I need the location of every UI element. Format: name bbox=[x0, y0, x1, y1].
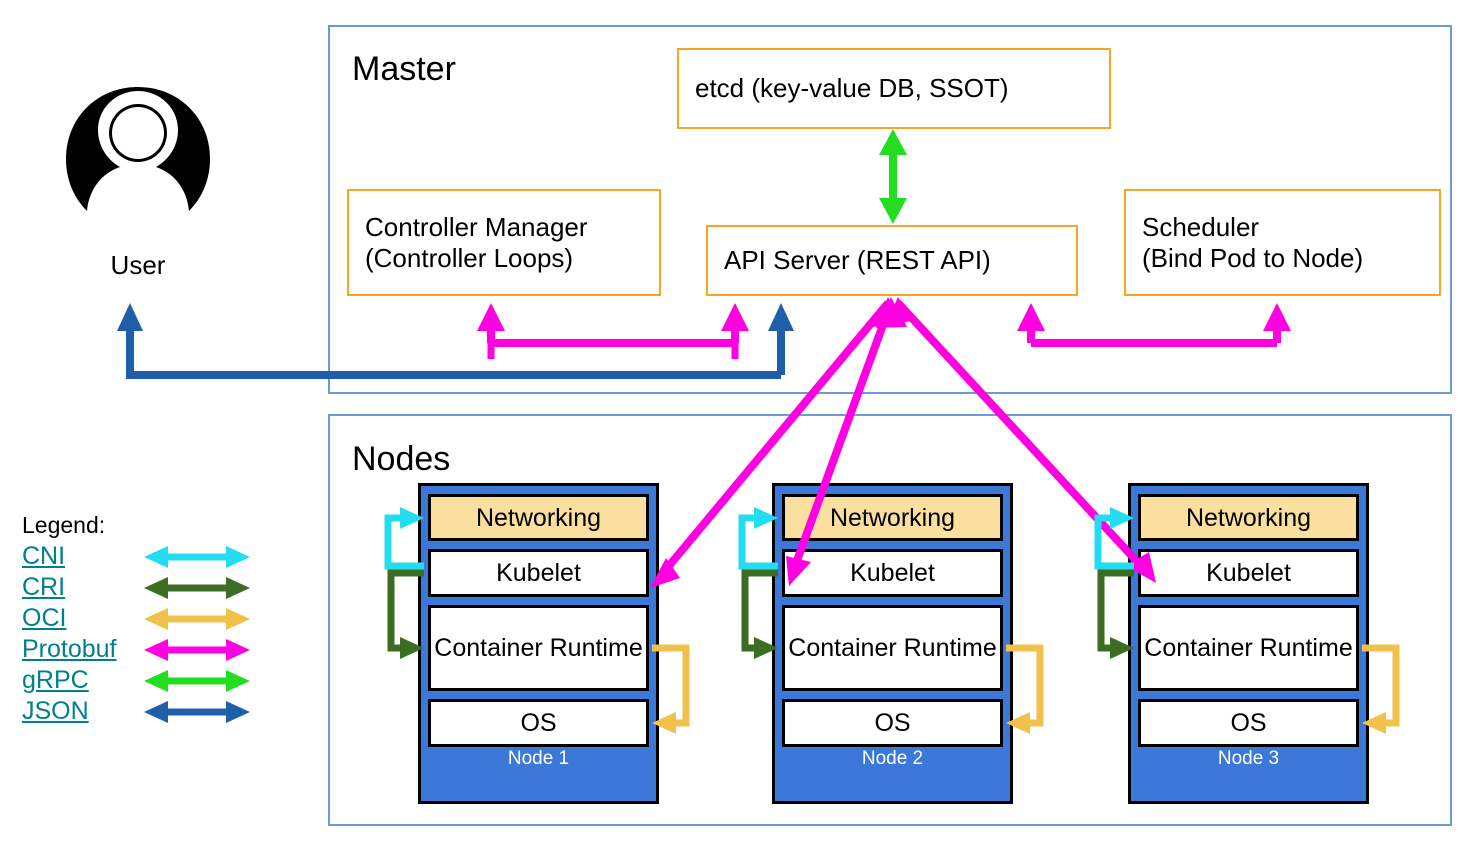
legend-title: Legend: bbox=[22, 512, 106, 538]
legend-row-oci[interactable]: OCI bbox=[22, 603, 252, 634]
legend-arrow-protobuf bbox=[144, 638, 250, 661]
legend-arrow-oci bbox=[144, 607, 250, 630]
component-etcd[interactable]: etcd (key-value DB, SSOT) bbox=[677, 48, 1111, 129]
legend-label-oci: OCI bbox=[22, 604, 67, 632]
legend-row-protobuf[interactable]: Protobuf bbox=[22, 634, 252, 665]
node-3-os-label: OS bbox=[1230, 709, 1267, 737]
legend-arrow-json bbox=[144, 700, 250, 723]
legend-label-cni: CNI bbox=[22, 542, 66, 570]
user-label: User bbox=[110, 250, 166, 280]
user-avatar-icon bbox=[62, 85, 214, 217]
node-2-layer-networking[interactable]: Networking bbox=[782, 494, 1003, 541]
node-1-layer-networking[interactable]: Networking bbox=[428, 494, 649, 541]
legend-arrow-cri bbox=[144, 576, 250, 599]
node-3-container-runtime-label: Container Runtime bbox=[1144, 634, 1353, 662]
node-1-layer-os[interactable]: OS bbox=[428, 699, 649, 747]
legend-row-grpc[interactable]: gRPC bbox=[22, 665, 252, 696]
component-api-server-label: API Server (REST API) bbox=[724, 245, 991, 276]
legend-row-cni[interactable]: CNI bbox=[22, 541, 252, 572]
node-1-kubelet-label: Kubelet bbox=[496, 559, 581, 587]
component-controller-manager[interactable]: Controller Manager (Controller Loops) bbox=[347, 189, 661, 296]
legend-label-cri: CRI bbox=[22, 573, 66, 601]
legend-label-grpc: gRPC bbox=[22, 666, 89, 694]
node-3-layer-os[interactable]: OS bbox=[1138, 699, 1359, 747]
component-controller-manager-label: Controller Manager (Controller Loops) bbox=[365, 211, 588, 273]
master-title: Master bbox=[352, 50, 456, 88]
node-3-label: Node 3 bbox=[1217, 748, 1280, 769]
legend-row-json[interactable]: JSON bbox=[22, 696, 252, 727]
node-3-networking-label: Networking bbox=[1185, 503, 1312, 532]
node-3-layer-networking[interactable]: Networking bbox=[1138, 494, 1359, 541]
node-2-kubelet-label: Kubelet bbox=[850, 559, 935, 587]
node-2-layer-os[interactable]: OS bbox=[782, 699, 1003, 747]
legend-row-cri[interactable]: CRI bbox=[22, 572, 252, 603]
legend-label-json: JSON bbox=[22, 697, 89, 725]
component-api-server[interactable]: API Server (REST API) bbox=[706, 225, 1078, 296]
component-scheduler-label: Scheduler (Bind Pod to Node) bbox=[1142, 211, 1364, 273]
node-2-label: Node 2 bbox=[861, 748, 924, 769]
node-3-kubelet-label: Kubelet bbox=[1206, 559, 1291, 587]
node-2-layer-kubelet[interactable]: Kubelet bbox=[782, 549, 1003, 597]
legend-arrow-grpc bbox=[144, 669, 250, 692]
node-1-layer-kubelet[interactable]: Kubelet bbox=[428, 549, 649, 597]
nodes-title: Nodes bbox=[352, 440, 451, 478]
node-1-layer-container-runtime[interactable]: Container Runtime bbox=[428, 605, 649, 691]
node-1-container-runtime-label: Container Runtime bbox=[434, 634, 643, 662]
node-2-networking-label: Networking bbox=[829, 503, 956, 532]
component-scheduler[interactable]: Scheduler (Bind Pod to Node) bbox=[1124, 189, 1441, 296]
node-3-layer-container-runtime[interactable]: Container Runtime bbox=[1138, 605, 1359, 691]
node-1-networking-label: Networking bbox=[475, 503, 602, 532]
node-2-os-label: OS bbox=[874, 709, 911, 737]
legend: Legend: CNI CRI OCI bbox=[22, 512, 252, 727]
node-1-label: Node 1 bbox=[507, 748, 570, 769]
legend-label-protobuf: Protobuf bbox=[22, 635, 117, 663]
legend-arrow-cni bbox=[144, 545, 250, 568]
node-2-container-runtime-label: Container Runtime bbox=[788, 634, 997, 662]
node-3-layer-kubelet[interactable]: Kubelet bbox=[1138, 549, 1359, 597]
node-2-layer-container-runtime[interactable]: Container Runtime bbox=[782, 605, 1003, 691]
node-1-os-label: OS bbox=[520, 709, 557, 737]
component-etcd-label: etcd (key-value DB, SSOT) bbox=[695, 73, 1009, 104]
